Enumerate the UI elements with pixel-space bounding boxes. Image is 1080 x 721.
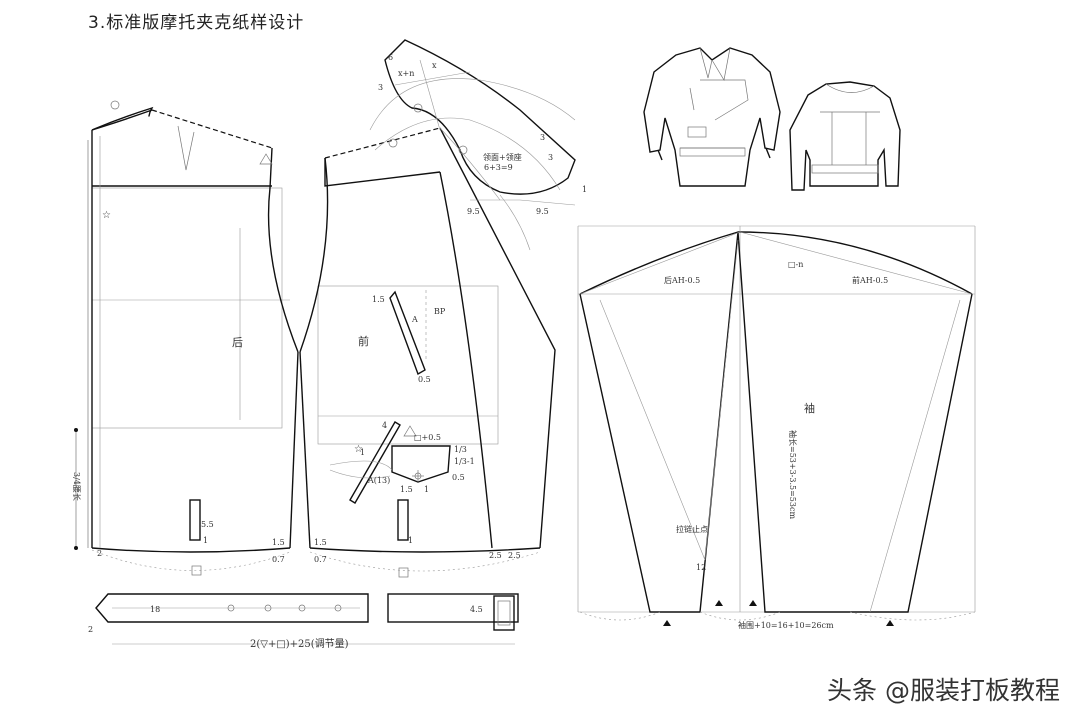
collar-3a: 3	[378, 83, 383, 92]
collar-3c: 3	[540, 133, 545, 142]
edge-25b: 2.5	[508, 551, 521, 560]
back-panel: 后 5.5 1 1.5 0.7 2 ☆	[87, 100, 299, 576]
sleeve-cap: □-n	[788, 260, 803, 269]
front-hem-15: 1.5	[314, 538, 327, 547]
front-dart-15: 1.5	[372, 295, 385, 304]
waist-length-mark: 3/4腰长	[72, 428, 82, 550]
collar-draft: 6 x+n x 3 3 3 领面+领座 6+3=9 9.5 9.5 1	[369, 39, 587, 251]
collar-95a: 9.5	[467, 207, 480, 216]
front-dart-05: 0.5	[418, 375, 431, 384]
pocket-a13: A(13)	[367, 476, 390, 485]
belt-2: 2	[88, 625, 93, 634]
jacket-back-sketch	[789, 81, 901, 191]
star-mark-front: ☆	[354, 444, 363, 455]
collar-formula: 领面+领座	[483, 152, 522, 162]
back-hem-1: 1	[203, 536, 208, 545]
front-dart-a: A	[411, 315, 418, 324]
back-hem-15: 1.5	[272, 538, 285, 547]
sleeve-draft: 后AH-0.5 前AH-0.5 □-n 袖 袖长=53+3-3.5=53cm 拉…	[577, 225, 976, 630]
star-mark-back: ☆	[102, 210, 111, 221]
collar-6: 6	[388, 53, 393, 62]
pocket-1: 1	[424, 485, 429, 494]
sleeve-12: 12	[696, 563, 706, 572]
front-hem-07: 0.7	[314, 555, 327, 564]
front-panel: 前 1.5 A BP 0.5 □+0.5 4 A(13) 1.5 1 0.5 1…	[299, 127, 556, 578]
frac-13-1: 1/3-1	[454, 457, 475, 466]
sleeve-front-ah: 前AH-0.5	[852, 275, 888, 285]
page-title: 3.标准版摩托夹克纸样设计	[88, 13, 305, 33]
collar-1: 1	[582, 185, 587, 194]
front-hem-1: 1	[408, 536, 413, 545]
belt-18: 18	[150, 605, 160, 614]
edge-25a: 2.5	[489, 551, 502, 560]
pocket-05: 0.5	[452, 473, 465, 482]
belt-45: 4.5	[470, 605, 483, 614]
back-hem-07: 0.7	[272, 555, 285, 564]
sleeve-back-ah: 后AH-0.5	[664, 275, 700, 285]
belt-formula: 2(▽+□)+25(调节量)	[250, 638, 349, 650]
sleeve-zip-stop: 拉链止点	[676, 524, 708, 534]
back-pocket-len: 5.5	[201, 520, 214, 529]
sleeve-cuff: 袖围+10=16+10=26cm	[738, 620, 834, 630]
sleeve-name: 袖	[804, 401, 815, 415]
sleeve-length: 袖长=53+3-3.5=53cm	[788, 430, 798, 519]
collar-95b: 9.5	[536, 207, 549, 216]
collar-x: x	[432, 61, 437, 70]
back-panel-label: 后	[232, 336, 243, 349]
pocket-15: 1.5	[400, 485, 413, 494]
waist-label: 3/4腰长	[72, 472, 82, 501]
belt-pattern: 18 2 4.5 2(▽+□)+25(调节量)	[88, 593, 519, 650]
collar-formula2: 6+3=9	[484, 163, 513, 172]
front-num-1: 1	[360, 448, 365, 457]
front-bp: BP	[434, 307, 446, 316]
frac-13: 1/3	[454, 445, 467, 454]
back-bottom-left: 2	[97, 549, 102, 558]
front-panel-label: 前	[358, 334, 369, 348]
jacket-front-sketch	[643, 47, 781, 187]
collar-3b: 3	[548, 153, 553, 162]
pocket-4: 4	[382, 421, 387, 430]
watermark: 头条 @服装打板教程	[827, 676, 1060, 705]
collar-xn: x+n	[398, 69, 414, 78]
pocket-plus: □+0.5	[414, 433, 441, 442]
